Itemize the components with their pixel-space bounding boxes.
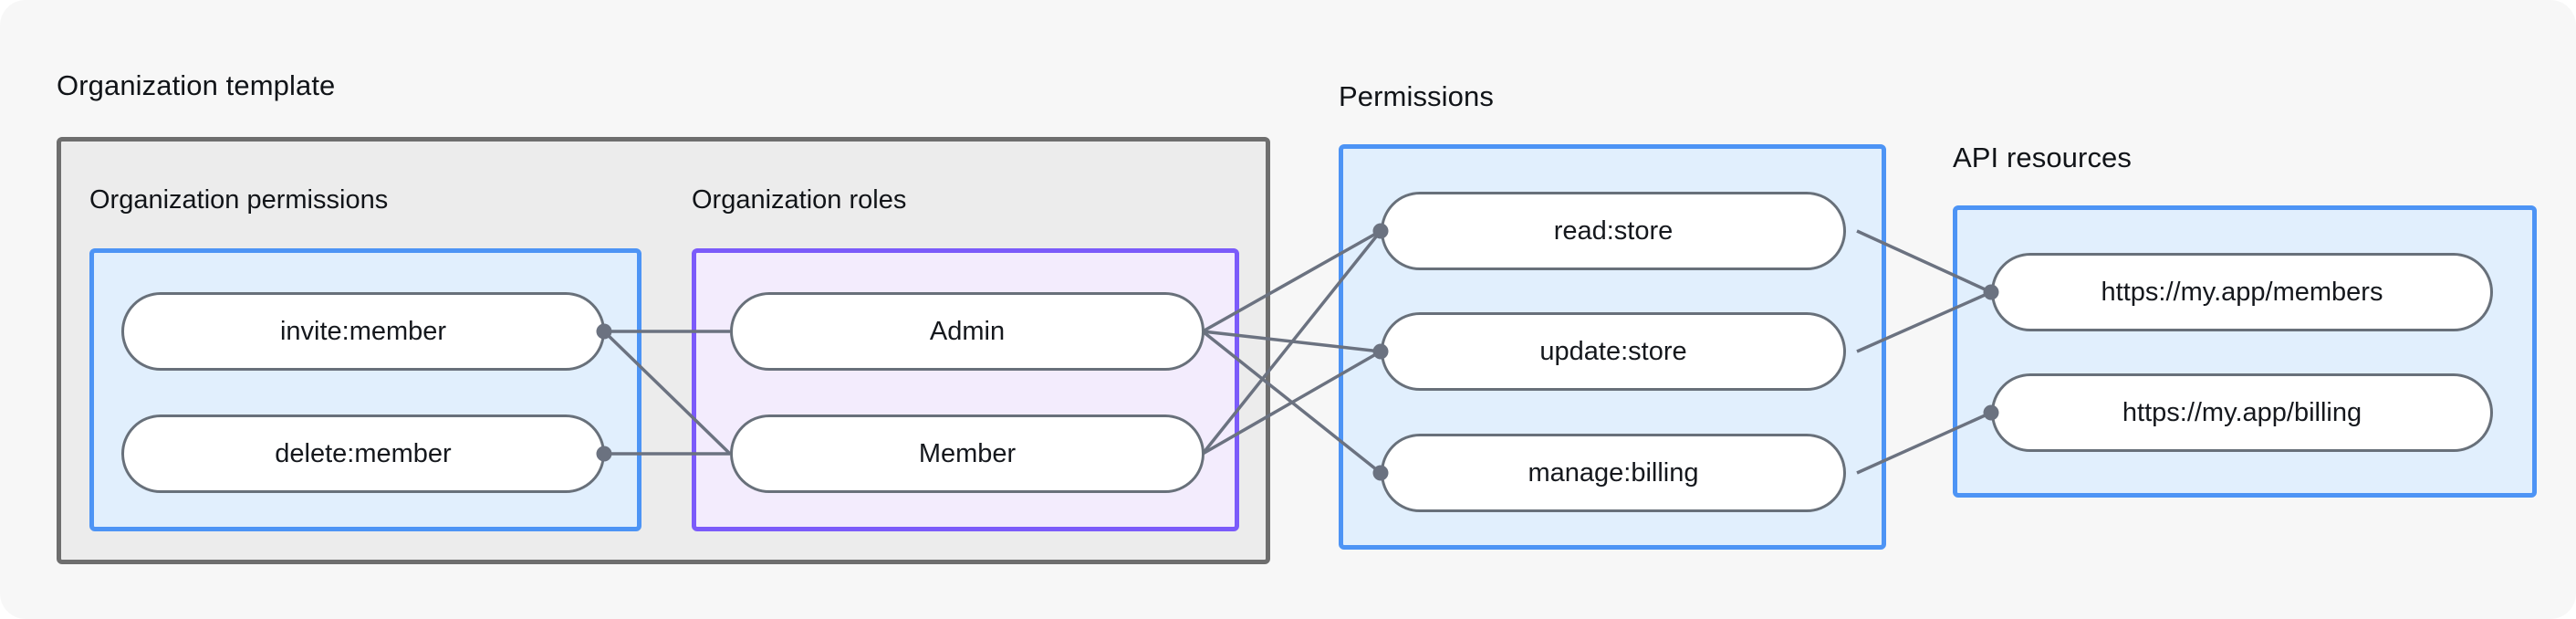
- connector-dot-delete-member: [596, 446, 612, 462]
- connector-dot-invite-member: [596, 323, 612, 340]
- connector-dot-read-store: [1372, 223, 1389, 239]
- node-members-url[interactable]: https://my.app/members: [1991, 253, 2493, 331]
- node-manage-billing[interactable]: manage:billing: [1381, 434, 1846, 512]
- node-member[interactable]: Member: [730, 414, 1205, 493]
- node-read-store[interactable]: read:store: [1381, 192, 1846, 270]
- connector-dot-billing-url: [1983, 404, 1999, 421]
- node-delete-member[interactable]: delete:member: [121, 414, 605, 493]
- api-resources-title: API resources: [1953, 142, 2132, 173]
- node-billing-url[interactable]: https://my.app/billing: [1991, 373, 2493, 452]
- connector-dot-members-url: [1983, 284, 1999, 300]
- organization-permissions-title: Organization permissions: [89, 185, 389, 215]
- node-update-store[interactable]: update:store: [1381, 312, 1846, 391]
- api-resources-box: [1953, 205, 2537, 498]
- connector-dot-update-store: [1372, 343, 1389, 360]
- node-invite-member[interactable]: invite:member: [121, 292, 605, 371]
- permissions-title: Permissions: [1339, 80, 1494, 112]
- connector-dot-manage-billing: [1372, 465, 1389, 481]
- organization-roles-title: Organization roles: [692, 185, 907, 215]
- organization-template-title: Organization template: [57, 69, 336, 101]
- node-admin[interactable]: Admin: [730, 292, 1205, 371]
